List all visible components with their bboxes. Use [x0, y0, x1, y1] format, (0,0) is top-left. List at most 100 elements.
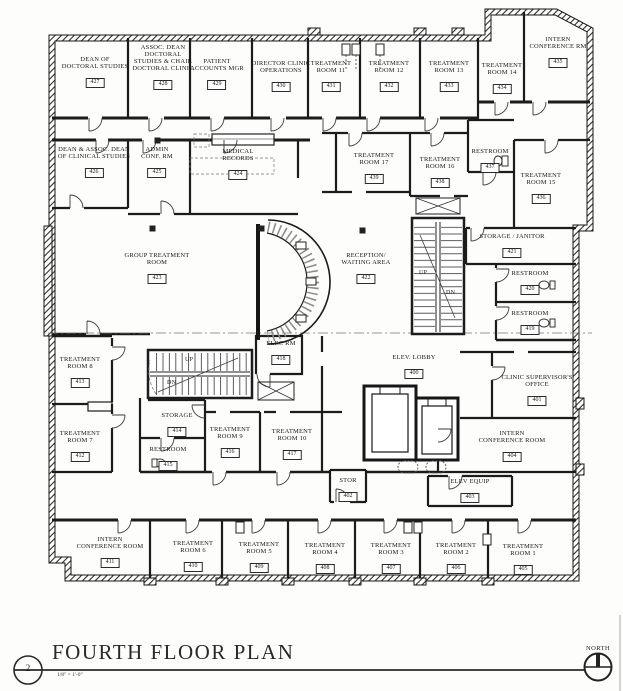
- room-number-box: 407: [381, 564, 401, 574]
- room-name: TREATMENT ROOM 14: [481, 62, 523, 77]
- room-label-410: TREATMENT ROOM 6 410: [173, 540, 213, 572]
- room-number-box: 414: [167, 427, 187, 437]
- room-label-436: TREATMENT ROOM 15 436: [521, 172, 561, 204]
- elevators: [257, 381, 460, 474]
- room-number-box: 430: [271, 82, 291, 92]
- room-name: ELEV EQUIP: [450, 478, 490, 485]
- room-name: TREATMENT ROOM 5: [238, 541, 280, 556]
- room-name: STOR: [339, 477, 357, 484]
- room-name: MEDICAL RECORDS: [222, 148, 254, 163]
- room-name: TREATMENT ROOM 9: [209, 426, 251, 441]
- room-name: ELEV. LOBBY: [392, 354, 436, 361]
- room-number-box: 412: [70, 452, 90, 462]
- room-label-437: RESTROOM 437: [472, 148, 509, 173]
- room-number-box: 409: [249, 563, 269, 573]
- room-name: STORAGE / JANITOR: [479, 233, 545, 240]
- room-name: TREATMENT ROOM 7: [59, 430, 101, 445]
- room-label-409: TREATMENT ROOM 5 409: [239, 541, 279, 573]
- room-number-box: 406: [446, 564, 466, 574]
- room-number-box: 433: [439, 82, 459, 92]
- room-name: TREATMENT ROOM 15: [520, 172, 562, 187]
- north-arrow-icon: [583, 652, 613, 682]
- stair-dn-label-right: DN: [446, 290, 456, 296]
- room-number-box: 416: [220, 448, 240, 458]
- room-number-box: 418: [271, 355, 291, 365]
- room-number-box: 435: [548, 58, 568, 68]
- room-number-box: 402: [338, 492, 358, 502]
- room-name: PATIENT ACCOUNTS MGR: [190, 58, 244, 73]
- room-label-424: MEDICAL RECORDS 424: [222, 148, 253, 180]
- room-number-box: 415: [158, 461, 178, 471]
- reception-desk: [256, 219, 331, 345]
- stair-up-label-right: UP: [419, 270, 428, 276]
- room-name: TREATMENT ROOM 11: [310, 60, 352, 75]
- room-number-box: 413: [70, 378, 90, 388]
- interior-walls: [52, 12, 590, 578]
- room-label-434: TREATMENT ROOM 14 434: [482, 62, 522, 94]
- room-name: TREATMENT ROOM 10: [271, 428, 313, 443]
- room-number-box: 436: [531, 194, 551, 204]
- drawing-title: FOURTH FLOOR PLAN: [52, 640, 295, 664]
- room-name: TREATMENT ROOM 1: [502, 543, 544, 558]
- room-name: TREATMENT ROOM 6: [172, 540, 214, 555]
- room-label-428: ASSOC. DEAN DOCTORAL STUDIES & CHAIR DOC…: [132, 44, 193, 90]
- room-number-box: 438: [430, 178, 450, 188]
- room-number-box: 423: [147, 274, 167, 284]
- room-number-box: 429: [207, 80, 227, 90]
- title-block: [13, 655, 584, 685]
- room-name: TREATMENT ROOM 17: [353, 152, 395, 167]
- room-number-box: 427: [85, 78, 105, 88]
- drawing-scale: 1/8" = 1'-0": [57, 672, 83, 678]
- room-name: TREATMENT ROOM 4: [304, 542, 346, 557]
- room-number-box: 410: [183, 562, 203, 572]
- room-name: INTERN CONFERENCE ROOM: [478, 430, 546, 445]
- room-name: INTERN CONFERENCE ROOM: [76, 536, 144, 551]
- room-number-box: 434: [492, 84, 512, 94]
- room-number-box: 411: [100, 558, 120, 568]
- room-number-box: 428: [153, 80, 173, 90]
- plumbing-fixtures: [151, 155, 556, 468]
- room-number-box: 437: [480, 163, 500, 173]
- north-label: NORTH: [586, 645, 610, 652]
- room-name: DEAN & ASSOC. DEAN OF CLINICAL STUDIES: [57, 146, 131, 161]
- room-label-401: CLINIC SUPERVISOR'S OFFICE 401: [501, 374, 572, 406]
- room-label-416: TREATMENT ROOM 9 416: [210, 426, 250, 458]
- room-name: DIRECTOR CLINIC OPERATIONS: [251, 60, 311, 75]
- room-number-box: 401: [527, 396, 547, 406]
- stairwell-right: [410, 197, 466, 336]
- room-name: TREATMENT ROOM 3: [370, 542, 412, 557]
- stair-up-label-center: UP: [185, 357, 194, 363]
- room-number-box: 417: [282, 450, 302, 460]
- room-number-box: 424: [228, 170, 248, 180]
- room-name: RESTROOM: [471, 148, 509, 155]
- room-number-box: 421: [502, 248, 522, 258]
- room-name: STORAGE: [161, 412, 193, 419]
- room-label-421: STORAGE / JANITOR 421: [479, 233, 544, 258]
- room-label-429: PATIENT ACCOUNTS MGR 429: [190, 58, 244, 90]
- room-label-402: STOR 402: [338, 477, 358, 502]
- room-name: ASSOC. DEAN DOCTORAL STUDIES & CHAIR DOC…: [132, 44, 194, 73]
- room-label-414: STORAGE 414: [161, 412, 192, 437]
- door-swings: [69, 101, 559, 534]
- room-name: CLINIC SUPERVISOR'S OFFICE: [501, 374, 573, 389]
